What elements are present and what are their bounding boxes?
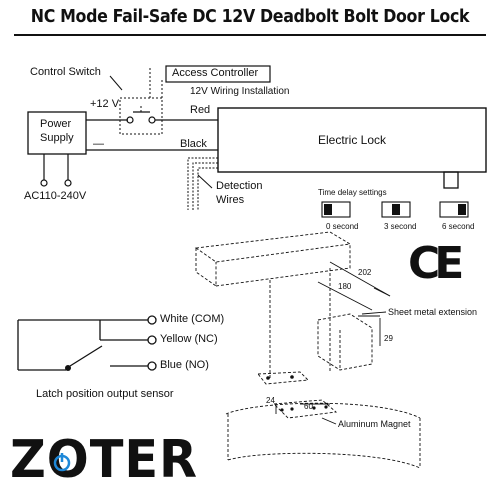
dim-60: 60 <box>304 402 313 411</box>
dim-29: 29 <box>384 334 393 343</box>
control-switch-label: Control Switch <box>30 66 101 78</box>
plus-12v-label: +12 V <box>90 98 120 110</box>
electric-lock-box <box>217 107 487 173</box>
control-switch-enclosure <box>119 97 163 135</box>
lock-mechanical-drawing <box>194 231 421 469</box>
title-underline <box>14 34 486 36</box>
latch-sensor-schematic <box>17 315 157 371</box>
red-wire-label: Red <box>190 104 211 116</box>
page-title: NC Mode Fail-Safe DC 12V Deadbolt Bolt D… <box>30 6 470 27</box>
ac-input-label: AC110-240V <box>24 190 87 202</box>
sheet-metal-label: Sheet metal extension <box>388 307 478 317</box>
electric-lock-label: Electric Lock <box>318 133 387 147</box>
time-delay-option-0: 0 second <box>326 222 359 231</box>
power-supply-label-2: Supply <box>40 132 74 144</box>
sensor-white-label: White (COM) <box>160 313 225 325</box>
time-delay-title: Time delay settings <box>318 188 387 197</box>
mounting-holes <box>266 375 328 412</box>
access-controller-box <box>165 65 271 83</box>
sensor-caption: Latch position output sensor <box>36 388 174 400</box>
dim-180: 180 <box>338 282 352 291</box>
time-delay-option-6: 6 second <box>442 222 475 231</box>
sensor-blue-label: Blue (NO) <box>160 359 209 371</box>
time-delay-switch-6 <box>439 201 469 218</box>
dim-24: 24 <box>266 396 275 405</box>
time-delay-switch-3 <box>381 201 411 218</box>
lock-bolt <box>443 171 459 189</box>
power-supply-box <box>27 111 87 155</box>
dimension-lines <box>275 261 391 425</box>
dim-202: 202 <box>358 268 372 277</box>
ac-terminal-left <box>40 179 48 187</box>
power-supply-label-1: Power <box>40 118 72 130</box>
installation-label: 12V Wiring Installation <box>190 86 290 97</box>
brand-logo: ZOTER <box>10 430 199 490</box>
ce-mark: CE <box>408 238 464 289</box>
black-wire-label: Black <box>180 138 207 150</box>
detection-label-1: Detection <box>216 180 263 192</box>
access-controller-label: Access Controller <box>172 67 259 79</box>
sensor-yellow-label: Yellow (NC) <box>160 333 218 345</box>
magnet-label: Aluminum Magnet <box>338 419 411 429</box>
detection-label-2: Wires <box>216 194 245 206</box>
ac-terminal-right <box>64 179 72 187</box>
time-delay-switch-0 <box>321 201 351 218</box>
time-delay-option-3: 3 second <box>384 222 417 231</box>
minus-label: — <box>93 138 104 150</box>
